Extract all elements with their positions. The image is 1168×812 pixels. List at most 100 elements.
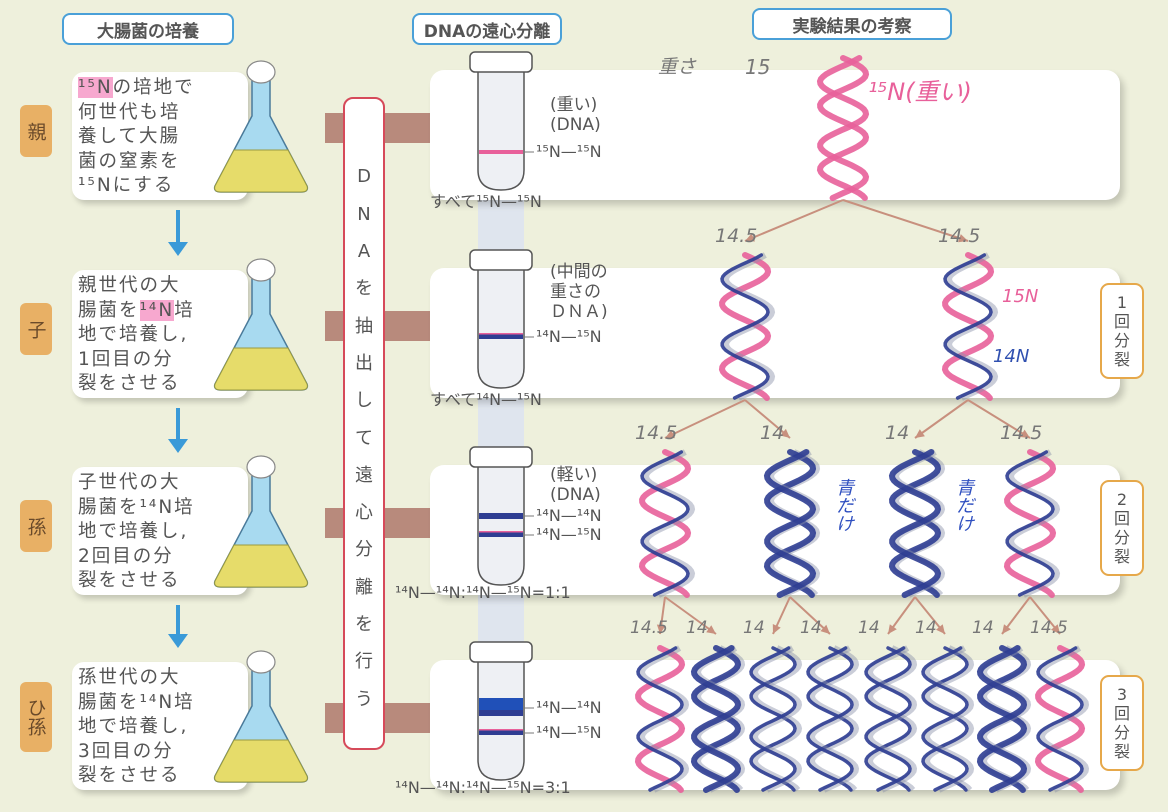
division-char: 裂 bbox=[1113, 547, 1130, 566]
line-text: の培地で bbox=[112, 77, 195, 98]
tube-cap bbox=[469, 249, 533, 271]
description-line: 菌の窒素を bbox=[78, 150, 195, 175]
descent-arrow bbox=[744, 199, 844, 242]
weight-label: 14 bbox=[800, 618, 822, 638]
dna-strand-14n bbox=[636, 646, 684, 792]
description-line: 裂をさせる bbox=[78, 372, 195, 397]
tube-body bbox=[477, 659, 525, 781]
weight-label: 14 bbox=[760, 422, 785, 444]
line-text: 腸菌を¹⁴N培 bbox=[78, 691, 195, 713]
descent-arrow bbox=[842, 199, 969, 242]
description-line: 腸菌を¹⁴N培 bbox=[78, 299, 195, 324]
flask-icon bbox=[213, 455, 309, 588]
centrifuge-tube-icon bbox=[469, 249, 534, 389]
descent-arrow bbox=[664, 399, 746, 439]
description-line: 地で培養し, bbox=[78, 323, 195, 348]
weight-label: 14.5 bbox=[1000, 422, 1043, 444]
band-label: ¹⁴N—¹⁵N bbox=[536, 723, 602, 742]
dna-strand-14n bbox=[976, 645, 1028, 793]
line-text: 2回目の分 bbox=[78, 545, 174, 567]
flask-icon bbox=[213, 258, 309, 391]
descent-arrow-head bbox=[888, 624, 897, 634]
strand-shadow bbox=[866, 645, 918, 792]
tube-cap bbox=[469, 51, 533, 73]
density-note-line: (DNA) bbox=[550, 115, 601, 135]
down-arrow-head bbox=[168, 634, 188, 648]
flask-liquid bbox=[214, 149, 308, 193]
description-line: 裂をさせる bbox=[78, 569, 195, 594]
weight-label: 14 bbox=[686, 618, 708, 638]
dna-strand-15n bbox=[941, 252, 995, 401]
dna-strand-14n bbox=[690, 645, 742, 793]
division-char: 分 bbox=[1113, 723, 1130, 742]
density-note: (重い)(DNA) bbox=[550, 95, 601, 135]
down-arrow-head bbox=[168, 439, 188, 453]
line-text: 腸菌を¹⁴N培 bbox=[78, 496, 195, 518]
result-panel bbox=[430, 70, 1120, 200]
description-line: 子世代の大 bbox=[78, 471, 195, 496]
descent-arrow bbox=[789, 596, 831, 635]
descent-arrow-head bbox=[706, 625, 716, 634]
dna-band-14-14 bbox=[479, 513, 523, 519]
weight-label: 14.5 bbox=[715, 225, 758, 247]
division-char: 回 bbox=[1113, 312, 1130, 331]
weight-label: 14 bbox=[972, 618, 994, 638]
tube-gap-strip bbox=[478, 593, 524, 648]
dna-helix-icon bbox=[690, 645, 746, 793]
dna-helix-icon bbox=[749, 645, 803, 793]
descent-arrow-head bbox=[745, 233, 755, 242]
tube-body bbox=[477, 464, 525, 586]
density-note-line: (DNA) bbox=[550, 485, 601, 505]
dna-band-pink-edge bbox=[479, 531, 523, 533]
strand-shadow bbox=[808, 645, 860, 792]
extract-label-char: を bbox=[355, 278, 373, 300]
division-char: 3 bbox=[1116, 685, 1128, 704]
band-label: ¹⁵N—¹⁵N bbox=[536, 142, 602, 161]
weight-label: 14.5 bbox=[630, 618, 668, 638]
dna-strand-14n bbox=[640, 450, 690, 597]
dna-band-pink-edge bbox=[479, 333, 523, 335]
division-char: 裂 bbox=[1113, 350, 1130, 369]
dna-strand-14n bbox=[763, 449, 817, 598]
descent-arrow bbox=[744, 399, 791, 439]
tube-cap bbox=[469, 446, 533, 468]
density-note-line: 重さの bbox=[550, 282, 601, 302]
dna-band-14-15 bbox=[479, 730, 523, 735]
generation-tag: 子 bbox=[20, 303, 52, 355]
dna-helix-icon bbox=[941, 252, 999, 401]
extract-label-char: 抽 bbox=[355, 315, 373, 337]
description-line: 2回目の分 bbox=[78, 545, 195, 570]
line-text: 子世代の大 bbox=[78, 472, 181, 493]
dna-band-15-15 bbox=[479, 150, 523, 154]
description-line: 地で培養し, bbox=[78, 520, 195, 545]
strand-shadow bbox=[923, 645, 975, 793]
isotope-highlight: ¹⁵N bbox=[78, 77, 113, 98]
header-results: 実験結果の考察 bbox=[752, 8, 952, 40]
strand-shadow bbox=[638, 645, 690, 793]
weight-heading-note: 重さ bbox=[658, 56, 697, 78]
dna-strand-14n bbox=[976, 645, 1028, 793]
extract-label-char: 行 bbox=[355, 651, 373, 673]
cotton-plug bbox=[246, 60, 276, 84]
dna-band-14-15 bbox=[479, 334, 523, 339]
extract-label-char: て bbox=[355, 427, 373, 449]
flask-icon bbox=[213, 650, 309, 783]
tube-body bbox=[477, 69, 525, 191]
dna-helix-icon bbox=[921, 645, 975, 793]
dna-helix-icon bbox=[634, 645, 690, 793]
dna-helix-icon bbox=[816, 55, 870, 201]
dna-strand-14n bbox=[864, 646, 912, 792]
culture-description: 孫世代の大腸菌を¹⁴N培地で培養し,3回目の分裂をさせる bbox=[78, 666, 195, 789]
line-text: ¹⁵Nにする bbox=[78, 175, 175, 196]
extract-label-char: を bbox=[355, 614, 373, 636]
tube-caption: すべて¹⁴N—¹⁵N bbox=[430, 390, 542, 409]
strand-shadow bbox=[1038, 645, 1090, 793]
division-char: 裂 bbox=[1113, 742, 1130, 761]
descent-arrow-head bbox=[958, 234, 968, 243]
extract-label-char: 遠 bbox=[355, 464, 373, 486]
parent-15n-note: ¹⁵N(重い) bbox=[868, 78, 972, 106]
